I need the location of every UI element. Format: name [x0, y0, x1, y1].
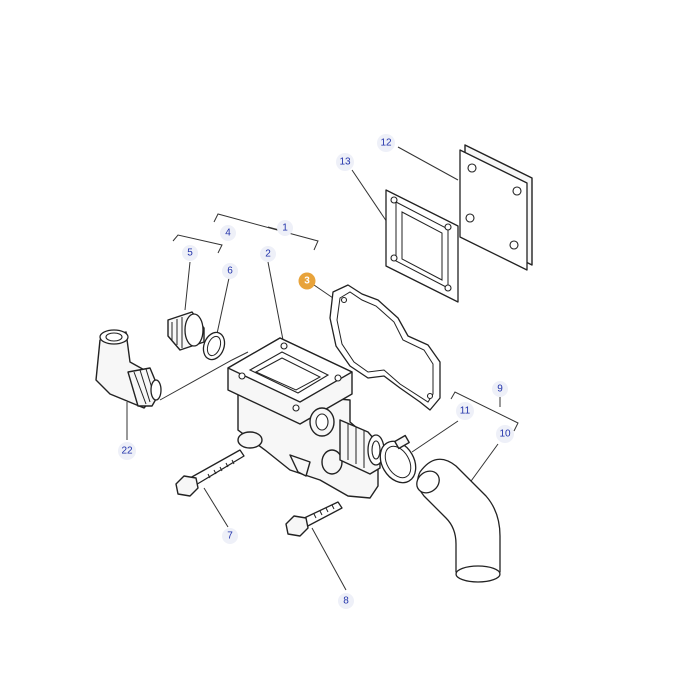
- callout-6[interactable]: 6: [222, 263, 238, 279]
- callout-1-label: 1: [282, 223, 288, 234]
- square-gasket: [385, 189, 459, 303]
- o-ring: [202, 331, 226, 361]
- callout-5-label: 5: [187, 248, 193, 259]
- callout-9[interactable]: 9: [492, 381, 508, 397]
- callout-10[interactable]: 10: [496, 425, 514, 443]
- callout-4-label: 4: [225, 228, 231, 239]
- callout-7-label: 7: [227, 531, 233, 542]
- callout-22-label: 22: [121, 446, 133, 457]
- callout-3-label: 3: [304, 276, 310, 287]
- formed-gasket: [329, 284, 441, 411]
- callout-5[interactable]: 5: [182, 245, 198, 261]
- housing-body: [227, 337, 385, 499]
- bolt-right: [285, 501, 343, 537]
- callout-2[interactable]: 2: [260, 246, 276, 262]
- callout-11[interactable]: 11: [456, 402, 474, 420]
- elbow-fitting: [95, 329, 162, 409]
- callout-8[interactable]: 8: [338, 593, 354, 609]
- callout-1[interactable]: 1: [277, 220, 293, 236]
- callout-13-label: 13: [339, 157, 351, 168]
- callout-8-label: 8: [343, 596, 349, 607]
- callout-3[interactable]: 3: [298, 272, 316, 290]
- callout-12-label: 12: [380, 138, 392, 149]
- plug: [167, 311, 205, 351]
- callout-7[interactable]: 7: [222, 528, 238, 544]
- hose: [416, 458, 501, 583]
- callout-6-label: 6: [227, 266, 233, 277]
- callout-12[interactable]: 12: [377, 134, 395, 152]
- callout-2-label: 2: [265, 249, 271, 260]
- callout-9-label: 9: [497, 384, 503, 395]
- callout-22[interactable]: 22: [118, 442, 136, 460]
- hose-clamp: [379, 434, 417, 484]
- callout-11-label: 11: [460, 406, 471, 417]
- callout-4[interactable]: 4: [220, 225, 236, 241]
- cover-plate: [459, 144, 533, 271]
- bolt-left: [175, 449, 245, 497]
- callout-13[interactable]: 13: [336, 153, 354, 171]
- callout-10-label: 10: [499, 429, 511, 440]
